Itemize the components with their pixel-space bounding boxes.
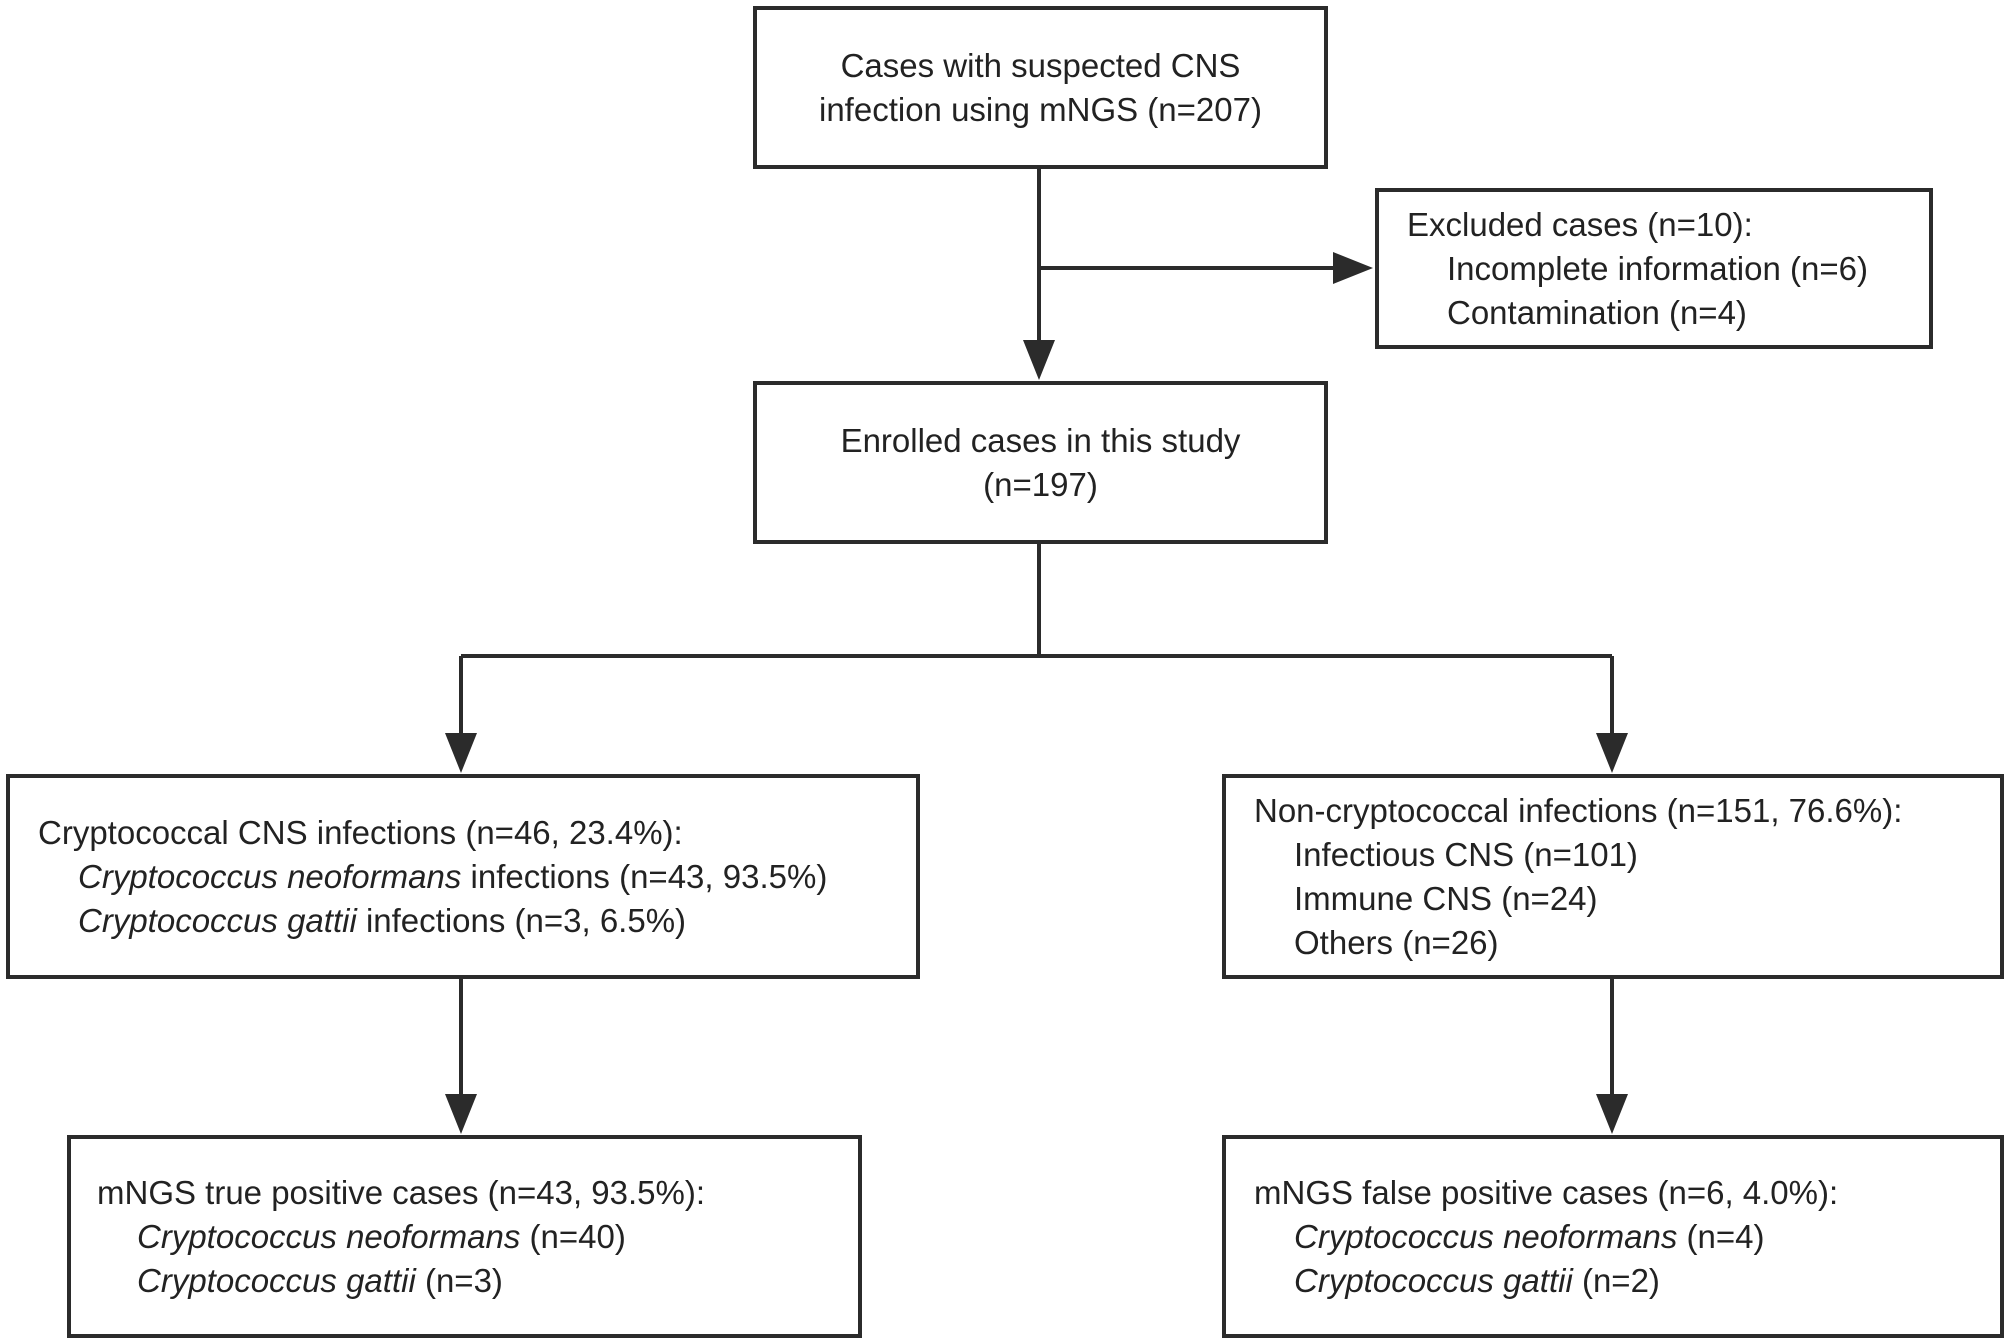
falsepos-title: mNGS false positive cases (n=6, 4.0%):	[1254, 1173, 1839, 1211]
truepos-title: mNGS true positive cases (n=43, 93.5%):	[97, 1173, 706, 1211]
arrowhead-truepos	[445, 1094, 477, 1134]
suspected-cases-line1: Cases with suspected CNS	[840, 46, 1241, 84]
crypto-gattii-count: infections (n=3, 6.5%)	[356, 901, 687, 939]
falsepos-neoformans-line: Cryptococcus neoformans (n=4)	[1254, 1215, 1764, 1259]
noncrypto-title: Non-cryptococcal infections (n=151, 76.6…	[1254, 791, 1903, 829]
crypto-gattii-line: Cryptococcus gattii infections (n=3, 6.5…	[38, 899, 686, 943]
crypto-title: Cryptococcal CNS infections (n=46, 23.4%…	[38, 813, 683, 851]
crypto-neoformans-count: infections (n=43, 93.5%)	[461, 857, 828, 895]
crypto-neoformans-line: Cryptococcus neoformans infections (n=43…	[38, 855, 827, 899]
arrowhead-excluded	[1333, 252, 1373, 284]
crypto-neoformans-species: Cryptococcus neoformans	[78, 857, 462, 895]
noncrypto-others: Others (n=26)	[1294, 923, 1499, 961]
excluded-title: Excluded cases (n=10):	[1407, 205, 1753, 243]
box-enrolled-cases: Enrolled cases in this study (n=197)	[753, 381, 1328, 544]
noncrypto-immune: Immune CNS (n=24)	[1294, 879, 1598, 917]
box-excluded-cases: Excluded cases (n=10): Incomplete inform…	[1375, 188, 1933, 349]
crypto-gattii-species: Cryptococcus gattii	[78, 901, 357, 939]
falsepos-gattii-line: Cryptococcus gattii (n=2)	[1254, 1259, 1660, 1303]
falsepos-neoformans-species: Cryptococcus neoformans	[1294, 1217, 1678, 1255]
suspected-cases-line2: infection using mNGS (n=207)	[819, 90, 1262, 128]
box-suspected-cases: Cases with suspected CNS infection using…	[753, 6, 1328, 169]
arrowhead-falsepos	[1596, 1094, 1628, 1134]
falsepos-gattii-count: (n=2)	[1572, 1261, 1660, 1299]
truepos-gattii-species: Cryptococcus gattii	[137, 1261, 416, 1299]
truepos-neoformans-species: Cryptococcus neoformans	[137, 1217, 521, 1255]
falsepos-gattii-species: Cryptococcus gattii	[1294, 1261, 1573, 1299]
truepos-gattii-line: Cryptococcus gattii (n=3)	[97, 1259, 503, 1303]
falsepos-neoformans-count: (n=4)	[1677, 1217, 1765, 1255]
box-true-positive: mNGS true positive cases (n=43, 93.5%): …	[67, 1135, 862, 1338]
arrowhead-crypto	[445, 733, 477, 773]
enrolled-line1: Enrolled cases in this study	[840, 421, 1241, 459]
arrowhead-noncrypto	[1596, 733, 1628, 773]
truepos-gattii-count: (n=3)	[415, 1261, 503, 1299]
enrolled-line2: (n=197)	[983, 465, 1098, 503]
excluded-contamination: Contamination (n=4)	[1447, 293, 1747, 331]
noncrypto-infectious: Infectious CNS (n=101)	[1294, 835, 1638, 873]
excluded-incomplete: Incomplete information (n=6)	[1447, 249, 1868, 287]
truepos-neoformans-line: Cryptococcus neoformans (n=40)	[97, 1215, 626, 1259]
truepos-neoformans-count: (n=40)	[520, 1217, 626, 1255]
box-cryptococcal-infections: Cryptococcal CNS infections (n=46, 23.4%…	[6, 774, 920, 979]
box-noncryptococcal-infections: Non-cryptococcal infections (n=151, 76.6…	[1222, 774, 2004, 979]
arrowhead-enrolled	[1023, 340, 1055, 380]
box-false-positive: mNGS false positive cases (n=6, 4.0%): C…	[1222, 1135, 2004, 1338]
